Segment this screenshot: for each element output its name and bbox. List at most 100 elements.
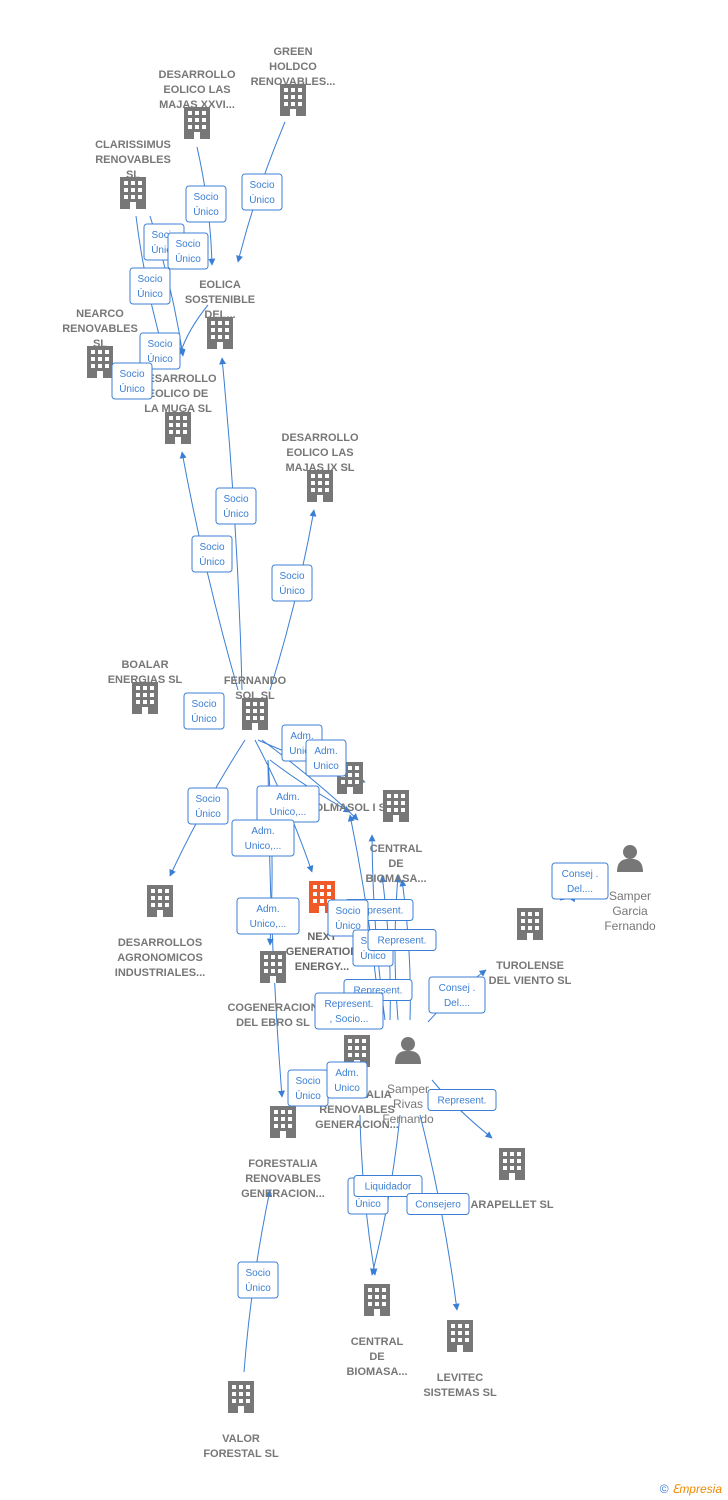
node-label: INDUSTRIALES... [115,967,205,979]
edge-label-text: Unico [313,761,339,772]
node-label: BIOMASA... [365,873,426,885]
building-icon [383,790,409,822]
edge-label-text: Unico,... [270,807,307,818]
edge-label-rep[interactable]: Represent. [427,1089,497,1111]
edge-label-consej[interactable]: Consej .Del.... [551,862,609,900]
node-label: EOLICA [199,279,241,291]
node-centralbio1[interactable]: CENTRAL DE BIOMASA... [365,790,427,885]
node-label: SOL SL [235,690,275,702]
node-label: RENOVABLES [245,1173,321,1185]
node-label: Samper [609,889,651,903]
relationship-edge [178,304,209,355]
edge-label-text: Adm. [290,731,313,742]
edge-label-box [305,739,347,777]
edge-label-admc[interactable]: Adm.Unico,... [256,785,320,823]
node-desagro[interactable]: DESARROLLOSAGRONOMICOSINDUSTRIALES... [115,885,205,979]
edge-label-liq[interactable]: Liquidador [353,1175,423,1197]
edge-label-text: Represent. [438,1096,487,1107]
building-icon [447,1320,473,1352]
edge-label-text: Único [249,193,275,206]
edge-label-text: Del.... [444,998,470,1009]
edge-label-text: Único [193,205,219,218]
edge-label-text: Unico,... [245,841,282,852]
node-label: RENOVABLES [62,323,138,335]
node-label: NEARCO [76,308,124,320]
edge-label-text: Socio [175,239,200,250]
edge-label-text: Único [195,807,221,820]
brand-footer[interactable]: © ℇmpresia [660,1482,722,1496]
edge-label-consej[interactable]: Consej . Del.... [428,976,486,1014]
node-eolica[interactable]: EOLICASOSTENIBLEDEL... [185,279,255,349]
node-centralbio2[interactable]: CENTRALDEBIOMASA... [346,1284,408,1378]
edge-label-rep[interactable]: Represent. [367,929,437,951]
node-label: EOLICO LAS [286,447,353,459]
edge-label-text: Represent. [354,986,403,997]
node-next[interactable]: NEXTGENERATIONENERGY... [286,881,359,973]
node-label: CENTRAL [370,843,423,855]
edge-label-text: Consej . [439,983,476,994]
edge-label-repsocio[interactable]: Represent., Socio... [314,992,384,1030]
edge-label-adm[interactable]: Adm.Unico [326,1061,368,1099]
node-label: Rivas [393,1097,423,1111]
node-arapellet[interactable]: ARAPELLET SL [470,1148,554,1211]
node-label: GENERACION... [241,1188,325,1200]
edge-label-text: Represent. [355,906,404,917]
edge-label-adm[interactable]: Adm.Unico [305,739,347,777]
edge-label-admc[interactable]: Adm. Unico,... [236,897,300,935]
edge-label-box [353,1175,423,1197]
edge-label-text: Unico [334,1083,360,1094]
brand-name: mpresia [679,1482,722,1496]
edge-label-consejero[interactable]: Consejero [406,1193,470,1215]
node-label: CLARISSIMUS [95,139,171,151]
edge-label-text: Socio [147,339,172,350]
edge-label-text: Único [223,507,249,520]
node-label: DE [388,858,403,870]
edge-label-box [237,1261,279,1299]
node-label: RENOVABLES [95,154,171,166]
edge-label-box [367,929,437,951]
edge-label-text: Único [119,382,145,395]
node-solmasol[interactable]: SOLMASOL I SL [307,762,393,814]
edge-label-text: Del.... [567,884,593,895]
node-label: SOLMASOL I SL [307,802,393,814]
building-icon [307,470,333,502]
node-label: DESARROLLOS [118,937,202,949]
node-label: VALOR [222,1433,260,1445]
edge-label-text: Consejero [415,1200,461,1211]
node-green[interactable]: GREENHOLDCORENOVABLES... [251,46,336,116]
edge-label-text: Socio [119,369,144,380]
node-label: SOSTENIBLE [185,294,255,306]
edge-label-text: Adm. [256,904,279,915]
edge-label-admc[interactable]: Adm.Unico,... [231,819,295,857]
node-forestalia2[interactable]: FORESTALIARENOVABLESGENERACION... [241,1106,325,1200]
edge-label-box [191,535,233,573]
edge-label-text: Unico,... [250,919,287,930]
